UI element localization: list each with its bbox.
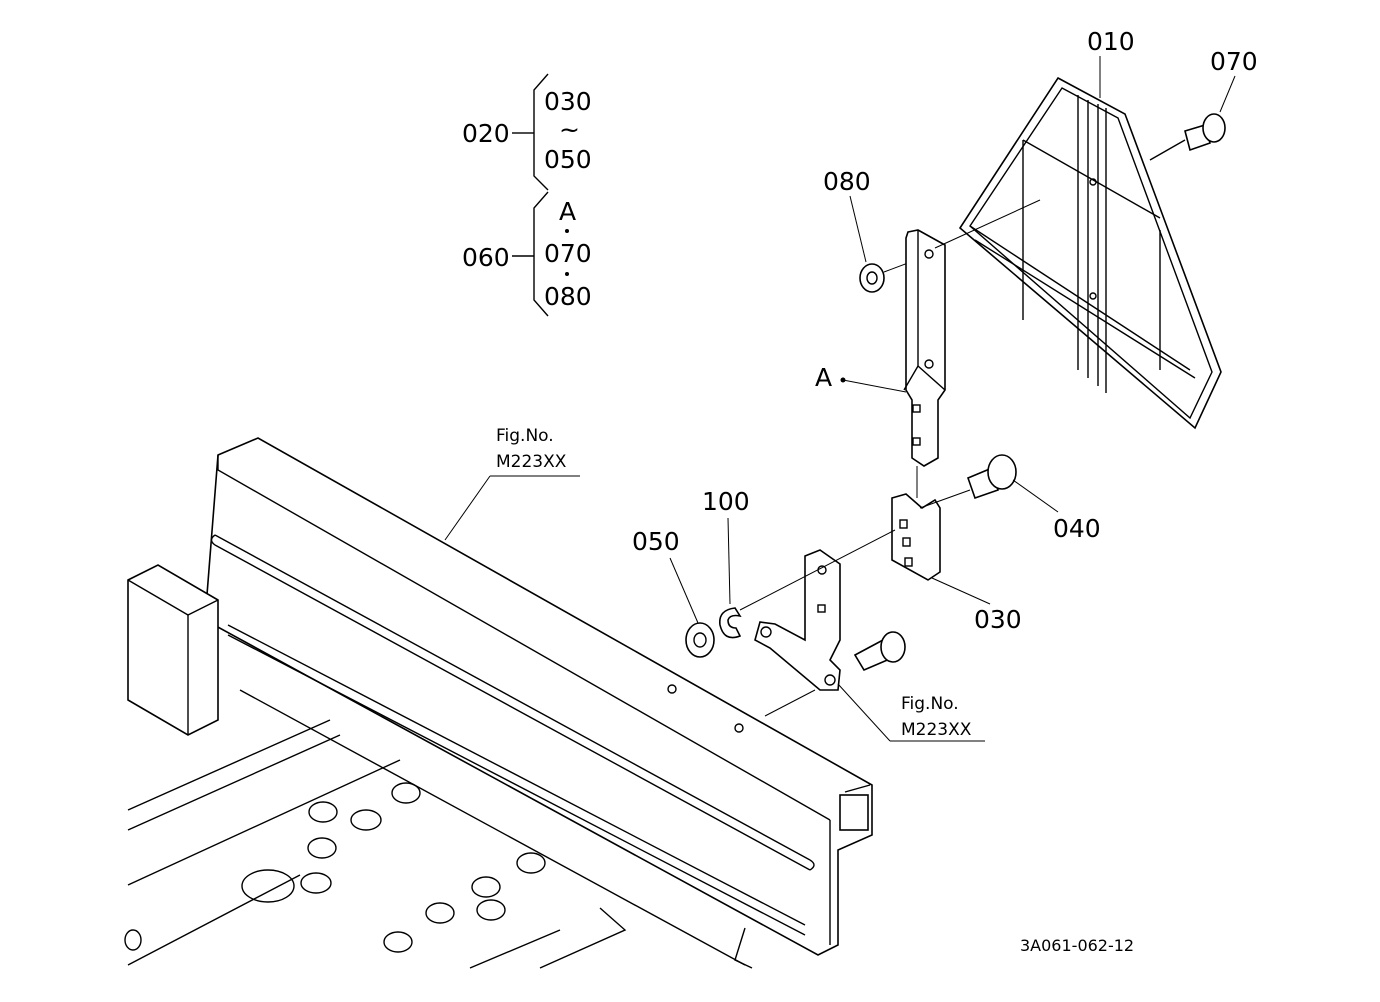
callout-010: 010: [1087, 27, 1135, 56]
spring-washer-100: [718, 607, 742, 639]
callout-070: 070: [1210, 47, 1258, 76]
legend-080-label: 080: [544, 282, 592, 311]
bolt-040: [966, 454, 1017, 500]
drawing-number: 3A061-062-12: [1020, 936, 1134, 955]
figure-ref-2: Fig.No. M223XX: [764, 683, 985, 742]
legend-060-label: 060: [462, 243, 510, 272]
legend-030-label: 030: [544, 87, 592, 116]
callout-080: 080: [823, 167, 871, 196]
figure-ref-1-line2: M223XX: [496, 452, 567, 472]
callouts: 010 070 080 A 040 030 050 100: [632, 27, 1258, 634]
figure-ref-1: Fig.No. M223XX: [444, 426, 580, 541]
legend-A-label: A: [559, 197, 576, 226]
screw-lower: [853, 631, 906, 672]
legend-group-020: 020 030 ~ 050: [462, 73, 592, 191]
figure-ref-2-line1: Fig.No.: [901, 694, 959, 714]
legend-020-label: 020: [462, 119, 510, 148]
legend-050-label: 050: [544, 145, 592, 174]
figure-ref-1-line1: Fig.No.: [496, 426, 554, 446]
nut-080: [859, 253, 933, 293]
washer-050: [685, 622, 715, 658]
bracket-030: [891, 466, 971, 581]
callout-A: A: [815, 363, 832, 392]
legend-range-mark: ~: [559, 115, 580, 144]
reflector-010: [958, 76, 1222, 430]
callout-040: 040: [1053, 514, 1101, 543]
lower-l-bracket: [739, 529, 896, 691]
machine-frame: [124, 437, 873, 969]
callout-050: 050: [632, 527, 680, 556]
bracket-A: [903, 199, 1041, 467]
callout-100: 100: [702, 487, 750, 516]
bolt-070: [1149, 113, 1226, 161]
legend-070-label: 070: [544, 239, 592, 268]
figure-ref-2-line2: M223XX: [901, 720, 972, 740]
callout-030: 030: [974, 605, 1022, 634]
legend-group-060: 060 A 070 080: [462, 191, 592, 317]
